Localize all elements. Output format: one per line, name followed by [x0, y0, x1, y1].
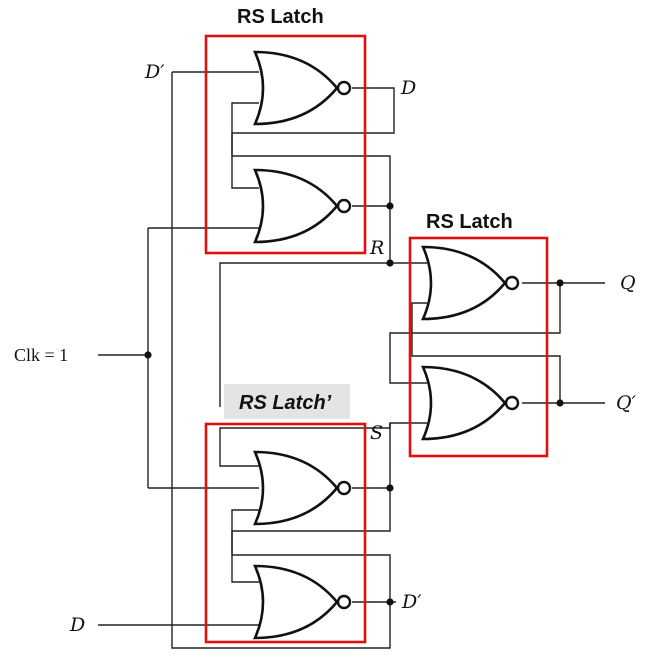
right-latch-outline	[408, 236, 549, 458]
wire-gate2-out	[231, 102, 391, 207]
junction-dot	[386, 259, 394, 267]
wire-r-left	[219, 262, 390, 407]
signal-q-prime: Q′	[616, 392, 637, 414]
junction-dot	[144, 351, 152, 359]
wire-s-into-latch	[389, 422, 427, 427]
signal-d-prime-out: D′	[401, 591, 422, 613]
top-latch-title: RS Latch	[237, 6, 324, 28]
signal-d-in: D	[69, 614, 85, 636]
junction-dot	[386, 598, 394, 606]
junction-dot	[556, 279, 564, 287]
wire-d-prime-outer	[171, 72, 391, 649]
wire-gate4-couple	[231, 509, 391, 602]
signal-s: S	[370, 422, 383, 444]
nor-gate-3	[421, 245, 520, 321]
junction-dot	[386, 484, 394, 492]
bottom-latch-outline	[204, 422, 367, 644]
wires	[98, 71, 605, 649]
junction-dots	[144, 202, 564, 606]
signal-clk: Clk = 1	[14, 345, 68, 365]
nor-gate-1	[253, 50, 352, 126]
wire-gate1-out-d	[231, 87, 395, 189]
nor-gate-6	[253, 564, 352, 640]
wire-r	[389, 206, 427, 264]
right-latch-title: RS Latch	[426, 211, 513, 233]
gate-bubble	[504, 275, 520, 291]
gate-bubble	[504, 395, 520, 411]
junction-dot	[556, 399, 564, 407]
gate-bubble	[336, 594, 352, 610]
signal-r: R	[369, 237, 384, 259]
gate-bubble	[336, 198, 352, 214]
wire-q-couple	[389, 283, 561, 384]
wire-qp-couple	[411, 302, 561, 403]
gate-bubble	[336, 480, 352, 496]
junction-dot	[386, 202, 394, 210]
bottom-latch-title: RS Latch’	[239, 392, 332, 414]
signal-d-prime-in: D′	[144, 61, 165, 83]
nor-gate-4	[421, 365, 520, 441]
gate-bubble	[336, 80, 352, 96]
bottom-latch-title-background	[224, 384, 350, 419]
signal-d-out: D	[400, 77, 416, 99]
nor-gate-2	[253, 168, 352, 244]
nor-gate-5	[253, 450, 352, 526]
signal-q: Q	[620, 272, 636, 294]
top-latch-outline	[204, 34, 367, 255]
